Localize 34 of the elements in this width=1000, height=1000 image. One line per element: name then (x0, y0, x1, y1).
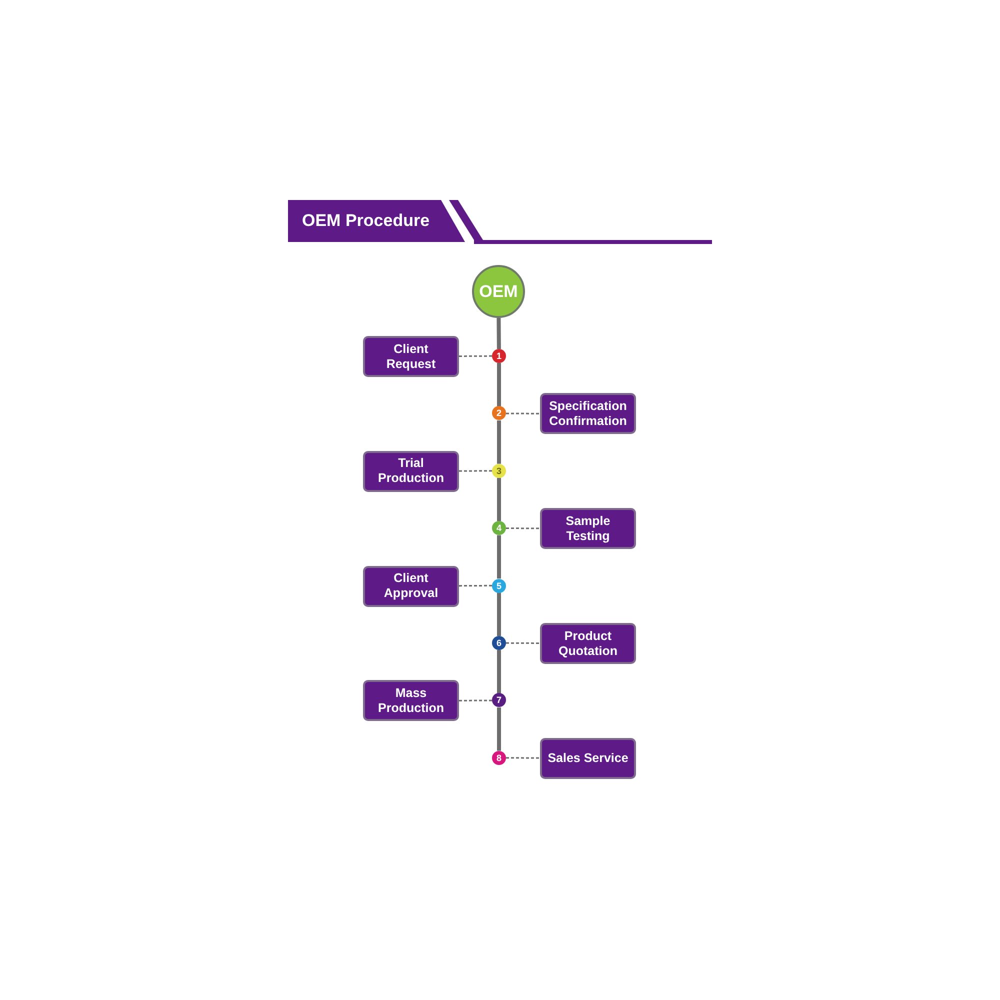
timeline-line (496, 318, 501, 350)
dashed-connector (506, 412, 540, 414)
step-number-circle: 4 (492, 521, 506, 536)
step-box: Client Approval (363, 566, 459, 607)
timeline-line (497, 535, 501, 579)
step-number-circle: 8 (492, 750, 506, 765)
step-box: Client Request (363, 336, 459, 377)
title: OEM Procedure (302, 211, 430, 231)
dashed-connector (459, 584, 492, 587)
dashed-connector (459, 355, 492, 357)
step-number-circle: 2 (492, 406, 506, 420)
dashed-connector (506, 757, 540, 759)
dashed-connector (459, 470, 492, 472)
dashed-connector (506, 528, 540, 530)
timeline-line (497, 592, 501, 636)
step-number-circle: 5 (492, 578, 506, 593)
dashed-connector (506, 642, 540, 644)
dashed-connector (459, 700, 492, 702)
step-box: Sample Testing (540, 508, 636, 550)
timeline-line (497, 650, 501, 694)
step-box: Product Quotation (540, 623, 636, 664)
step-box: Trial Production (363, 450, 459, 492)
step-number-circle: 3 (492, 464, 506, 478)
step-box: Mass Production (363, 680, 459, 722)
timeline-line (497, 420, 501, 464)
timeline-line (497, 478, 501, 522)
step-box: Sales Service (540, 738, 636, 779)
step-box: Specification Confirmation (540, 393, 636, 434)
start-circle: OEM (472, 265, 525, 318)
step-number-circle: 7 (492, 693, 506, 708)
step-number-circle: 1 (492, 349, 506, 363)
step-number-circle: 6 (492, 636, 506, 650)
timeline-line (497, 707, 501, 751)
timeline-line (497, 363, 501, 406)
